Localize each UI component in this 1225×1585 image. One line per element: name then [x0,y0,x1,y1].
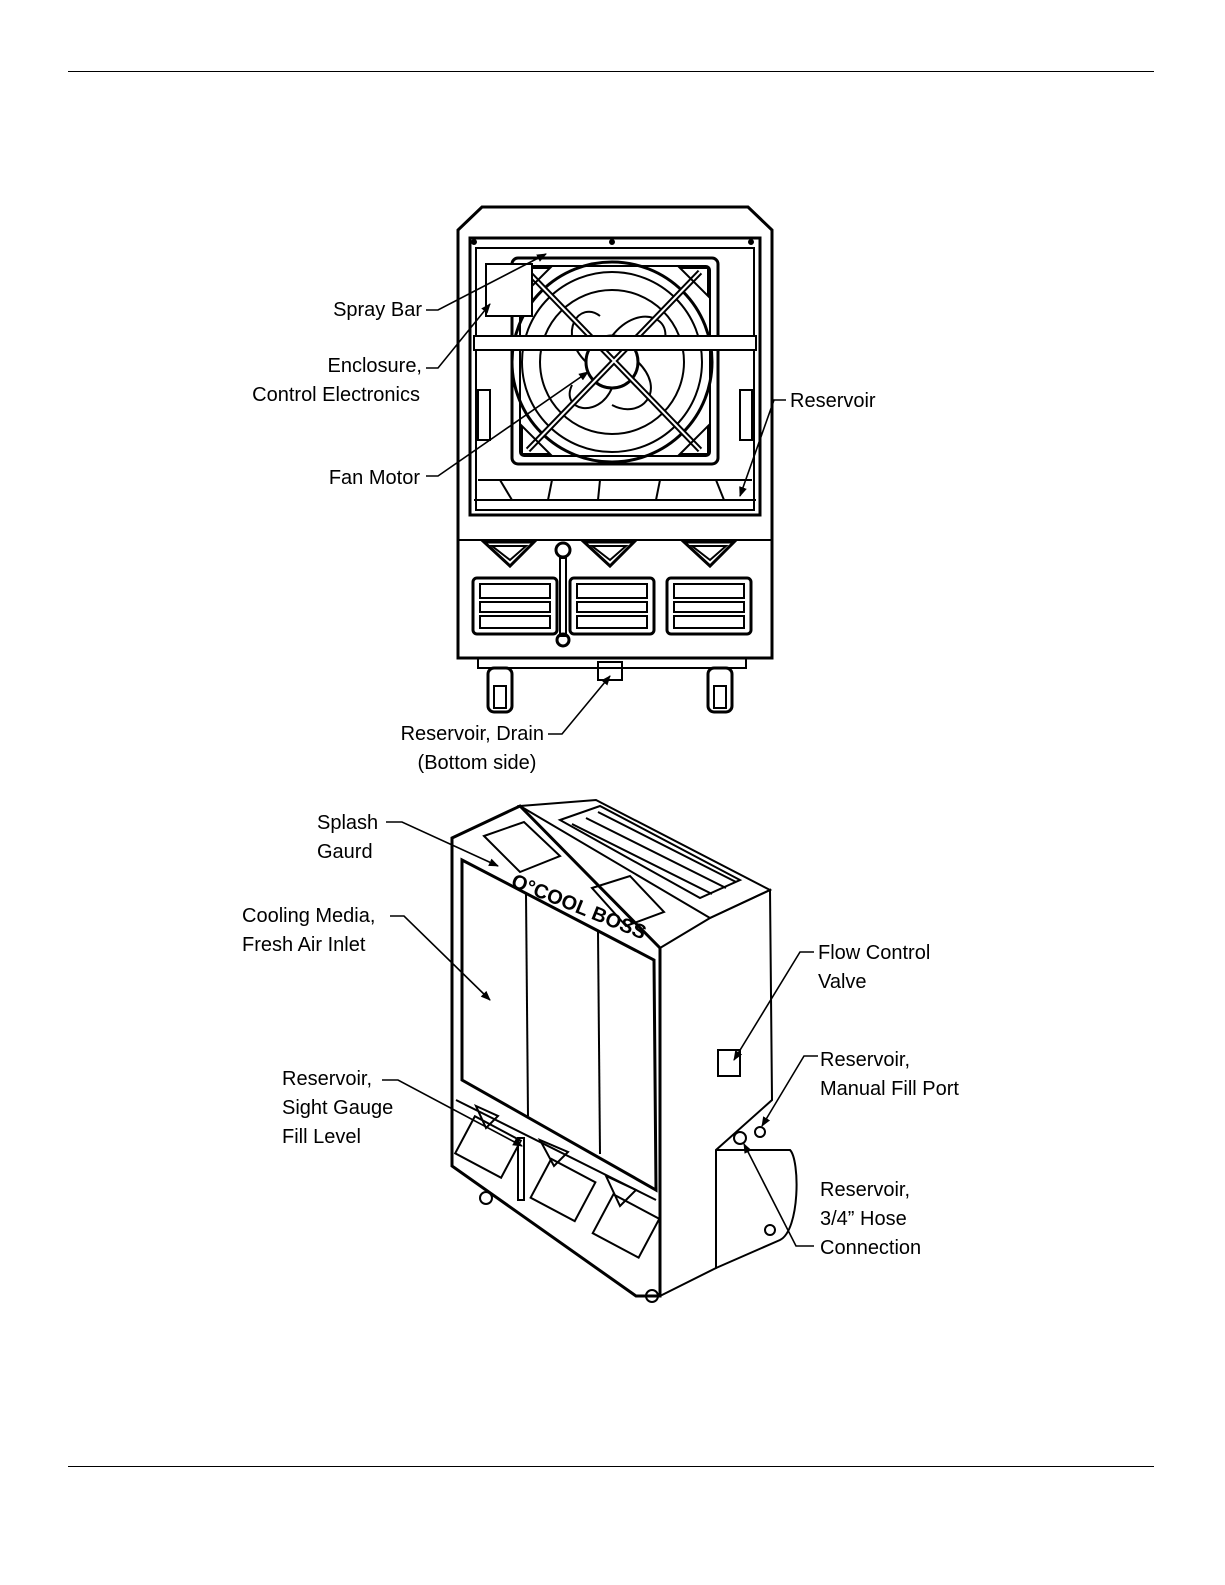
label-splash-line1: Splash [317,812,378,834]
label-hose-line1: Reservoir, [820,1179,910,1201]
leader-fill-port [762,1056,818,1126]
label-hose-line3: Connection [820,1237,921,1259]
leader-flow-valve [734,952,814,1060]
leader-hose-connection [744,1144,814,1246]
label-hose-line2: 3/4” Hose [820,1208,907,1230]
label-gauge-line1: Reservoir, [282,1068,372,1090]
label-reservoir: Reservoir [790,390,876,412]
label-fan-motor: Fan Motor [329,467,420,489]
leader-cooling-media [390,916,490,1000]
leader-reservoir [740,400,786,496]
label-flow-line1: Flow Control [818,942,930,964]
label-enclosure-line1: Enclosure, [328,355,423,377]
label-gauge-line3: Fill Level [282,1126,361,1148]
label-fill-line2: Manual Fill Port [820,1078,959,1100]
label-cooling-line2: Fresh Air Inlet [242,934,366,956]
brand-logo: O°COOL BOSS [508,870,649,944]
leader-drain [548,676,610,734]
label-drain-line1: Reservoir, Drain [401,723,544,745]
label-drain-line2: (Bottom side) [418,752,537,774]
leader-splash-guard [386,822,498,866]
label-cooling-line1: Cooling Media, [242,905,375,927]
label-enclosure-line2: Control Electronics [252,384,420,406]
cooler-rear-view [458,207,772,712]
label-fill-line1: Reservoir, [820,1049,910,1071]
label-splash-line2: Gaurd [317,841,373,863]
leader-fan-motor [426,372,588,476]
label-spray-bar: Spray Bar [333,299,422,321]
cooler-perspective-view [452,800,797,1302]
label-gauge-line2: Sight Gauge [282,1097,393,1119]
label-flow-line2: Valve [818,971,867,993]
